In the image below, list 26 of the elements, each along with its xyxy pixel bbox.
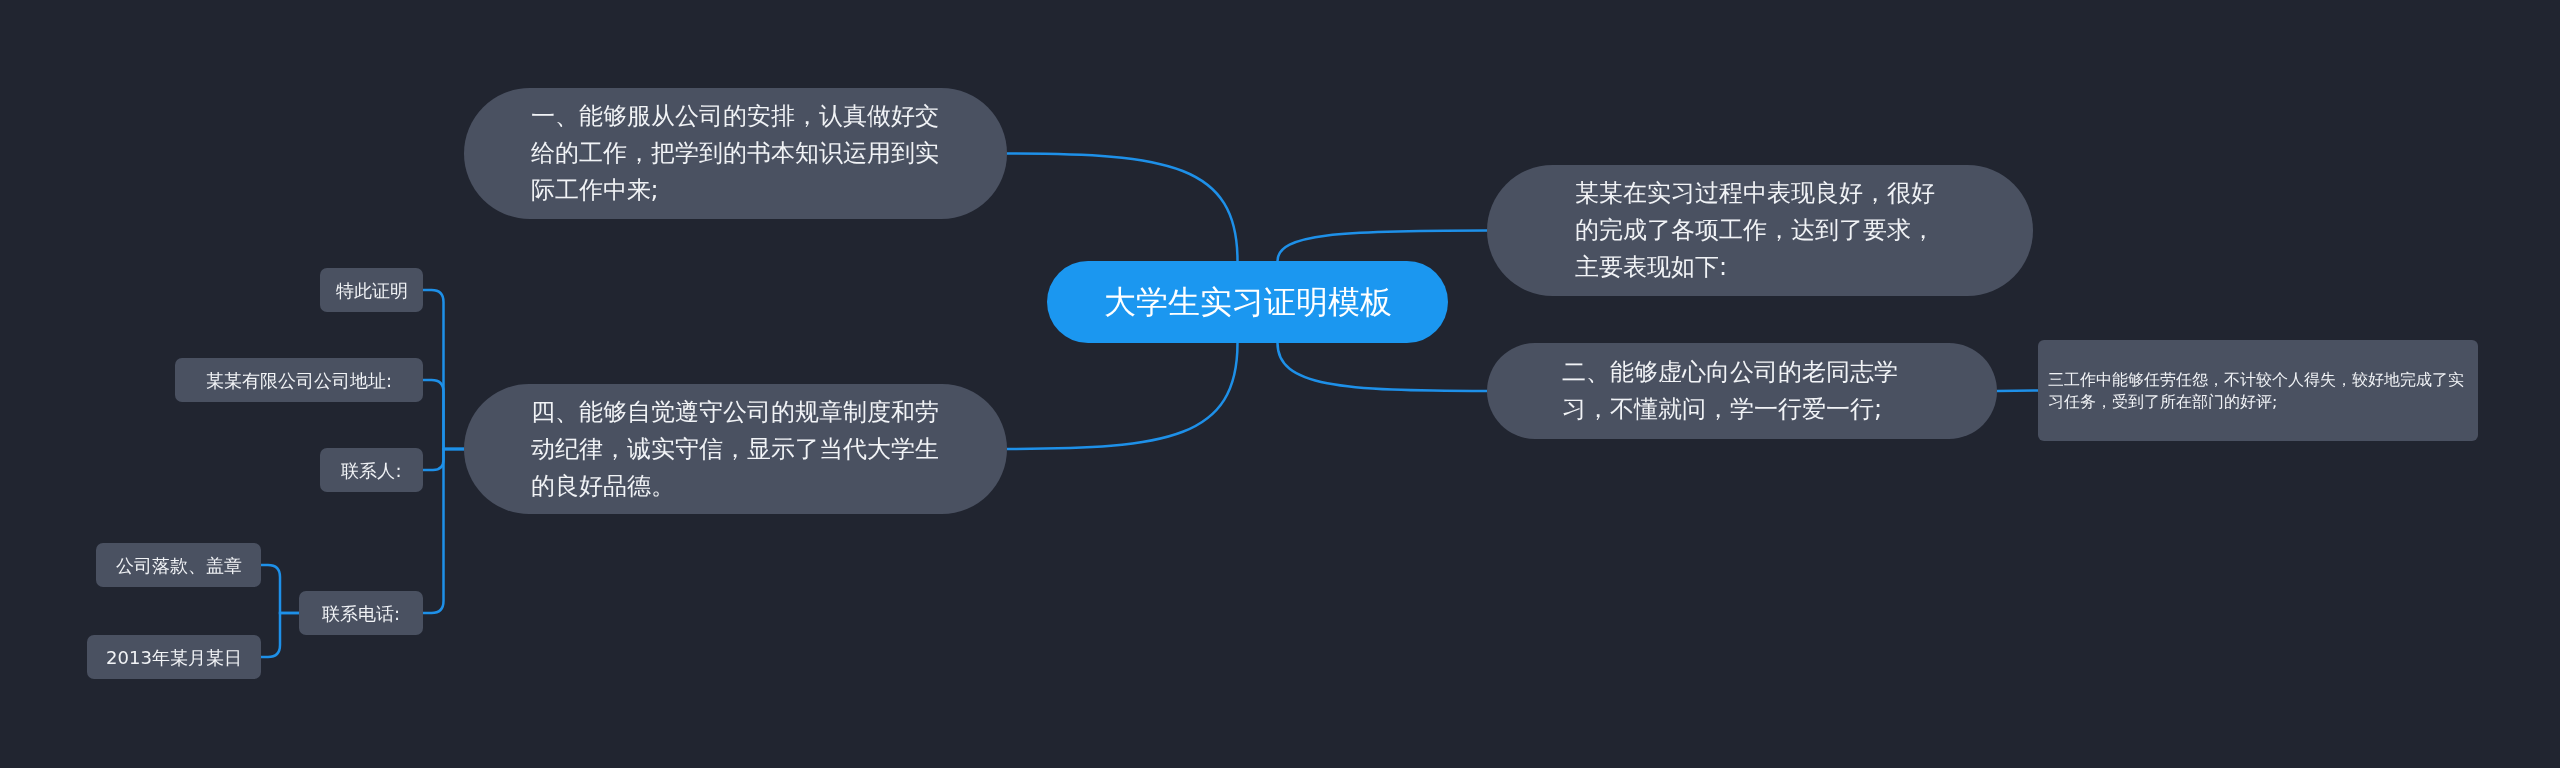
topic-text: 联系电话: <box>321 601 401 626</box>
note-card <box>2038 340 2478 441</box>
subtopic-box <box>320 448 423 492</box>
topic-text: 三工作中能够任劳任怨，不计较个人得失，较好地完成了实习任务，受到了所在部门的好评; <box>2048 368 2465 413</box>
subtopic-box <box>320 268 423 312</box>
connector-line <box>261 611 299 659</box>
connector-line <box>1007 342 1239 451</box>
subtopic-box <box>299 591 423 635</box>
topic-text: 特此证明 <box>335 278 408 303</box>
topic-text: 2013年某月某日 <box>106 645 242 670</box>
connector-line <box>1276 229 1487 262</box>
topic-text: 公司落款、盖章 <box>115 553 242 578</box>
topic-text: 大学生实习证明模板 <box>1103 282 1392 323</box>
topic-text: 某某有限公司公司地址: <box>205 368 393 393</box>
connector-line <box>1997 389 2038 393</box>
subtopic-box <box>96 543 261 587</box>
connector-line <box>423 447 464 615</box>
topic-text: 二、能够虚心向公司的老同志学习，不懂就问，学一行爱一行; <box>1562 357 1899 425</box>
topic-text: 联系人: <box>341 458 402 483</box>
subtopic-box <box>87 635 261 679</box>
topic-text: 一、能够服从公司的安排，认真做好交给的工作，把学到的书本知识运用到实际工作中来; <box>530 101 940 206</box>
subtopic-box <box>175 358 423 402</box>
connector-line <box>1276 342 1487 393</box>
topic-text: 四、能够自觉遵守公司的规章制度和劳动纪律，诚实守信，显示了当代大学生的良好品德。 <box>530 396 940 502</box>
connector-line <box>1007 152 1239 262</box>
topic-text: 某某在实习过程中表现良好，很好的完成了各项工作，达到了要求，主要表现如下: <box>1575 178 1936 283</box>
